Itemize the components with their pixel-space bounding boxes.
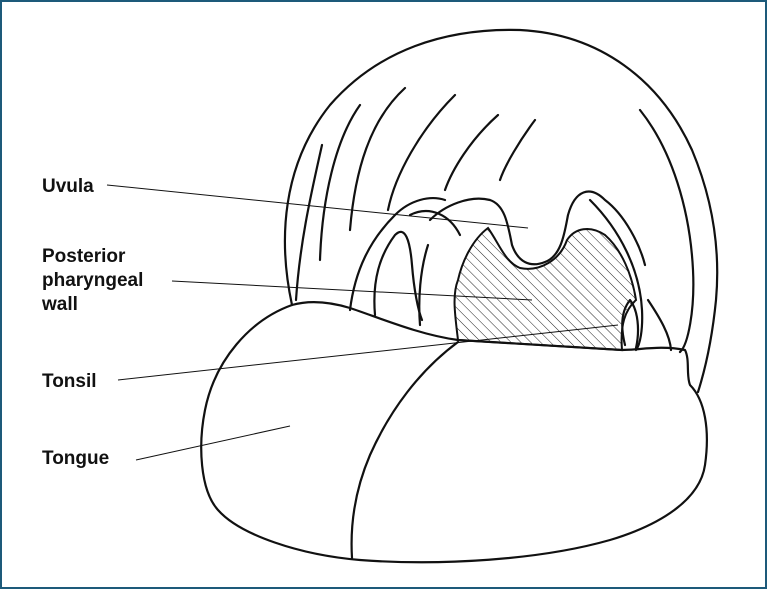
palate-fold-5 xyxy=(445,115,498,190)
label-posterior-line1: Posterior xyxy=(42,246,126,267)
tongue-outline xyxy=(201,302,707,562)
tonsil-leader xyxy=(118,325,618,380)
uvula-leader xyxy=(107,185,528,228)
tongue-groove xyxy=(352,342,458,558)
palate-right-fold xyxy=(648,300,671,350)
label-posterior-line3: wall xyxy=(41,294,78,315)
tongue-leader xyxy=(136,426,290,460)
palate-fold-2 xyxy=(320,105,360,260)
palate-right-inner xyxy=(640,110,693,352)
label-posterior-line2: pharyngeal xyxy=(42,270,143,291)
left-pillar xyxy=(374,232,422,320)
label-tonsil: Tonsil xyxy=(42,371,97,392)
label-tongue: Tongue xyxy=(42,448,109,469)
label-uvula: Uvula xyxy=(42,176,94,197)
palate-fold-6 xyxy=(500,120,535,180)
palate-fold-1 xyxy=(296,145,322,300)
posterior-pharyngeal-wall xyxy=(455,228,636,350)
palate-fold-4 xyxy=(388,95,455,210)
